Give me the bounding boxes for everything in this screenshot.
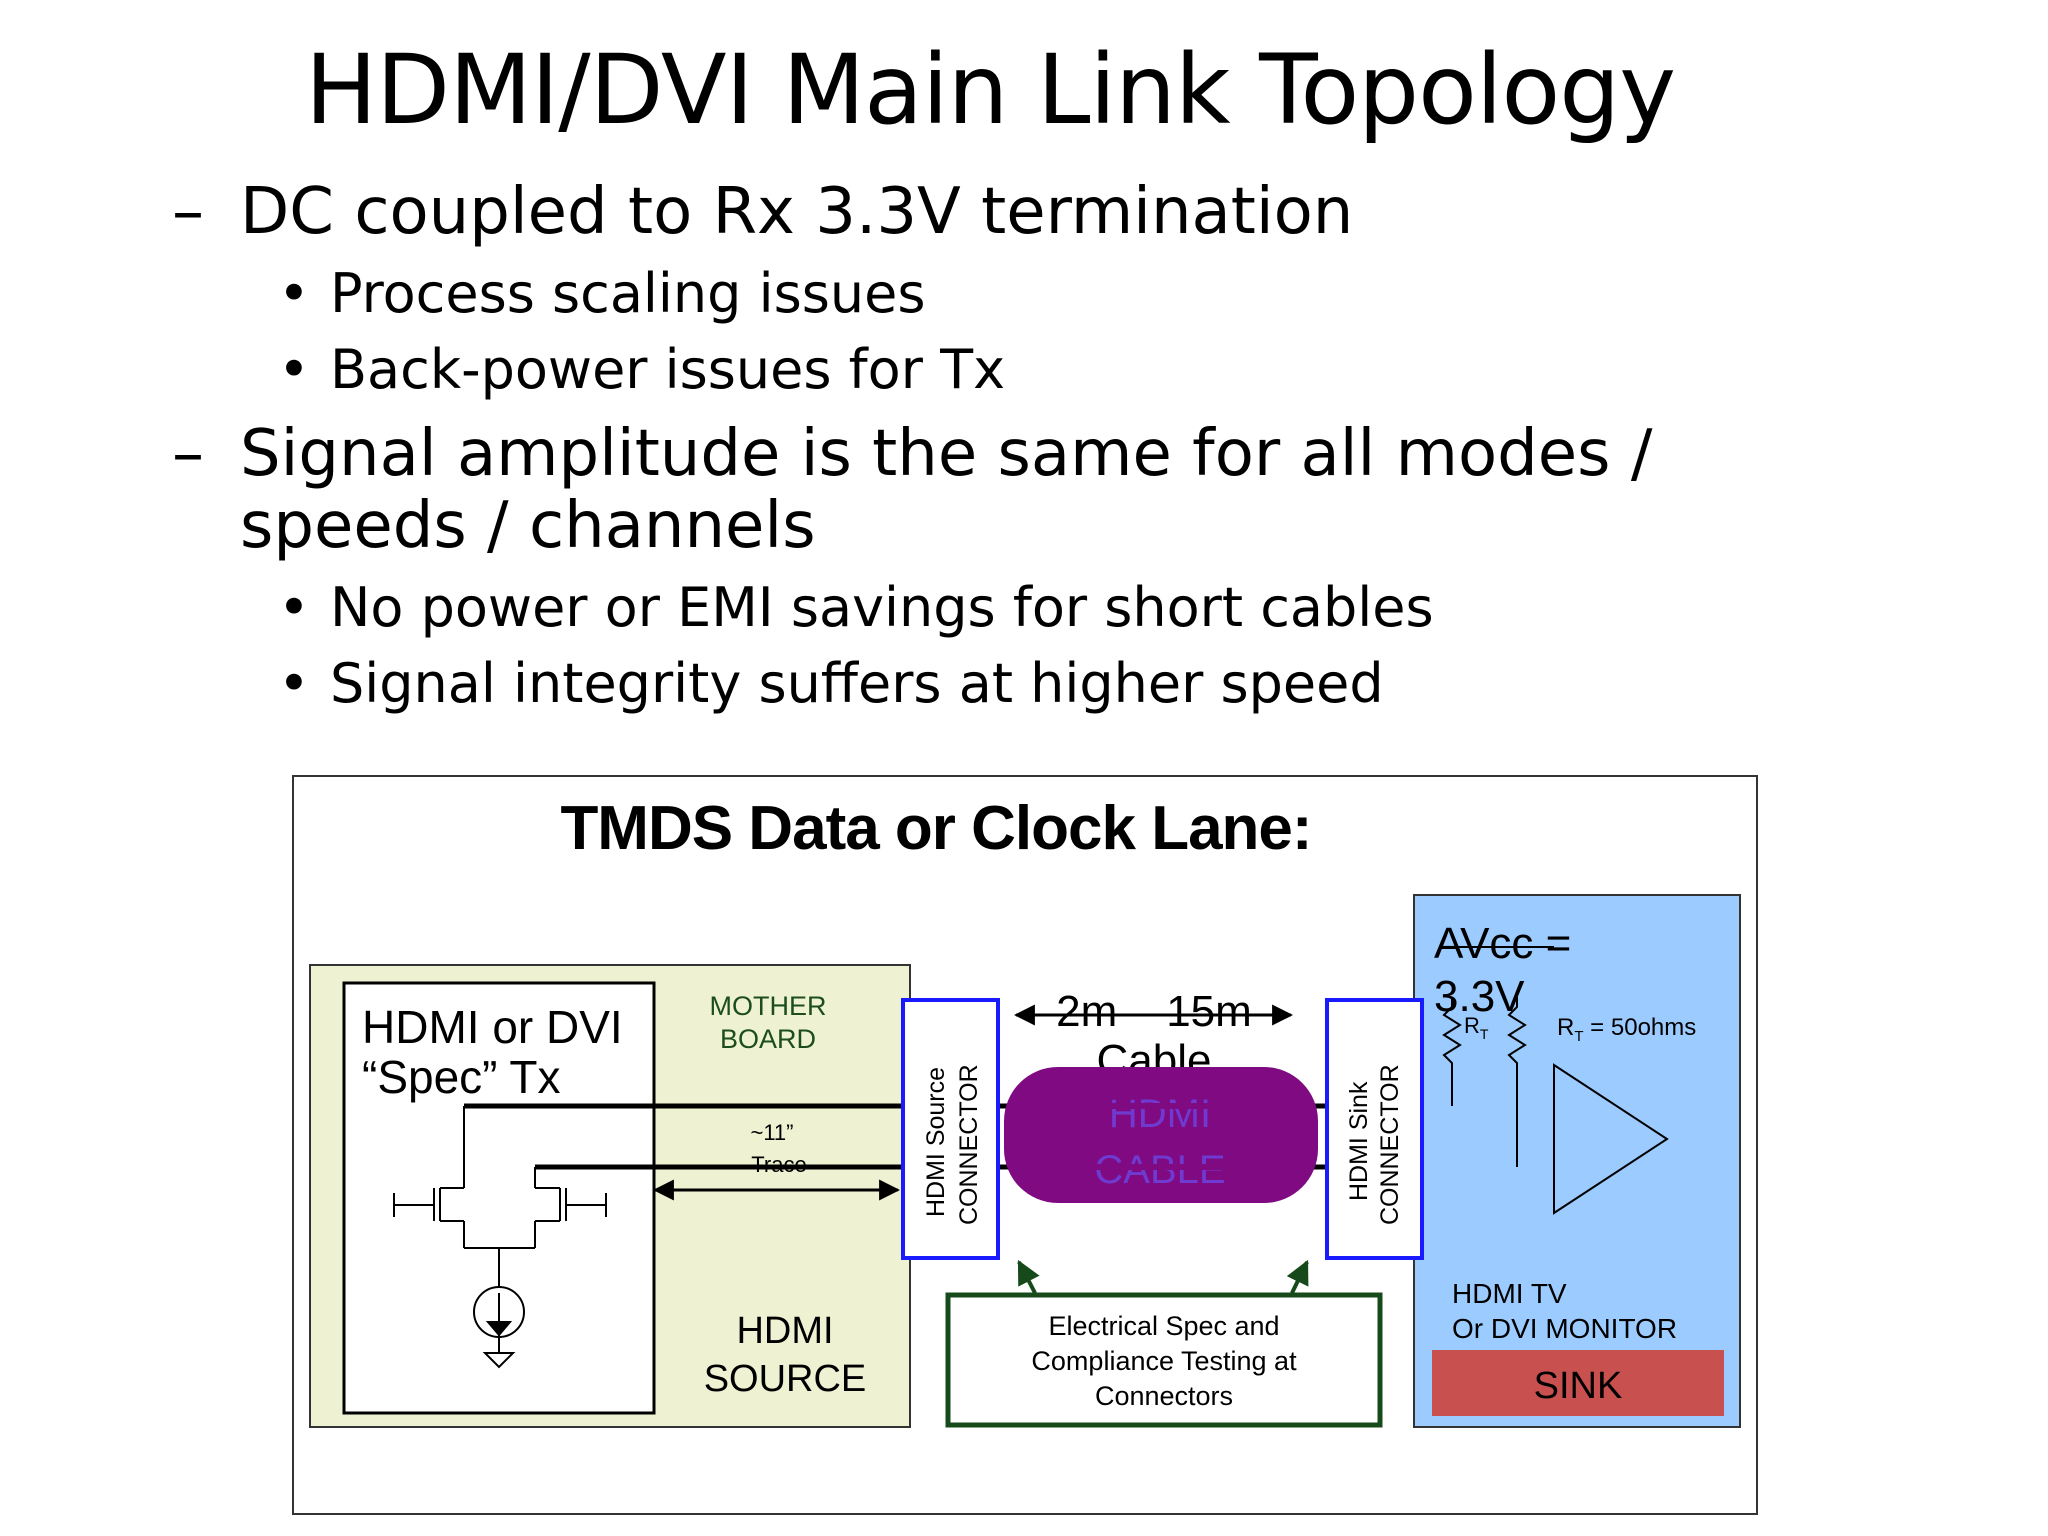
source-connector-line1: HDMI Source xyxy=(922,1067,950,1217)
bullet-item: – DC coupled to Rx 3.3V termination xyxy=(172,175,1354,249)
sink-device-line2: Or DVI MONITOR xyxy=(1452,1313,1677,1344)
sink-device-line1: HDMI TV xyxy=(1452,1278,1567,1309)
bullet-marker: – xyxy=(172,175,204,249)
sink-connector-line1: HDMI Sink xyxy=(1345,1081,1373,1201)
termination-resistor-right xyxy=(1507,997,1527,1167)
sink-badge xyxy=(1432,1350,1724,1416)
compliance-arrow-left xyxy=(1017,1259,1040,1294)
sink-badge-label: SINK xyxy=(1534,1365,1623,1407)
differential-driver-circuit xyxy=(393,1128,607,1369)
bullet-text: Signal integrity suffers at higher speed xyxy=(330,652,1384,715)
motherboard-label-line2: BOARD xyxy=(720,1024,816,1054)
rt-value: = 50ohms xyxy=(1584,1014,1697,1041)
sink-region xyxy=(1413,894,1741,1428)
bullet-item-continuation: speeds / channels xyxy=(240,490,816,562)
bullet-item: • No power or EMI savings for short cabl… xyxy=(278,576,1434,640)
bullet-marker: • xyxy=(278,262,310,325)
motherboard-label-line1: MOTHER xyxy=(710,991,827,1021)
source-connector xyxy=(901,998,1000,1260)
slide-title: HDMI/DVI Main Link Topology xyxy=(304,34,1676,146)
tx-label-line2: “Spec” Tx xyxy=(362,1051,561,1103)
source-label-line2: SOURCE xyxy=(704,1358,867,1400)
bullet-marker: – xyxy=(172,417,204,491)
bullet-text: Signal amplitude is the same for all mod… xyxy=(240,417,1653,491)
bullet-item: – Signal amplitude is the same for all m… xyxy=(172,417,1653,491)
compliance-line2: Compliance Testing at xyxy=(1031,1346,1297,1376)
rt-symbol-left: R xyxy=(1464,1013,1480,1038)
bullet-marker: • xyxy=(278,576,310,639)
rt-subscript-left: T xyxy=(1480,1026,1489,1042)
bullet-list: – DC coupled to Rx 3.3V termination • Pr… xyxy=(0,0,2048,760)
bullet-text: No power or EMI savings for short cables xyxy=(330,576,1434,639)
tmds-lane-diagram: TMDS Data or Clock Lane: HDMI or DVI “Sp… xyxy=(292,775,1758,1515)
rt-value-label: RT = 50ohms xyxy=(1557,1014,1696,1045)
bullet-item: • Signal integrity suffers at higher spe… xyxy=(278,652,1384,716)
avcc-label-line1: AVcc = xyxy=(1434,919,1571,968)
diagram-title: TMDS Data or Clock Lane: xyxy=(560,794,1311,863)
trace-label-line2: Trace xyxy=(751,1152,806,1177)
compliance-arrow-right xyxy=(1286,1259,1309,1294)
bullet-text: DC coupled to Rx 3.3V termination xyxy=(240,175,1354,249)
tx-label-line1: HDMI or DVI xyxy=(362,1001,623,1053)
compliance-line3: Connectors xyxy=(1095,1381,1233,1411)
termination-resistor-left xyxy=(1442,997,1462,1106)
bullet-marker: • xyxy=(278,652,310,715)
source-label-line1: HDMI xyxy=(736,1310,833,1352)
bullet-text: Back-power issues for Tx xyxy=(330,338,1006,401)
bullet-item: • Process scaling issues xyxy=(278,262,926,326)
receiver-amplifier xyxy=(1553,1063,1669,1215)
rt-label-left: RT xyxy=(1464,1013,1489,1042)
bullet-text: Process scaling issues xyxy=(330,262,926,325)
cable-length-label-line1: 2m – 15m xyxy=(1056,987,1252,1036)
bullet-marker: • xyxy=(278,338,310,401)
sink-connector xyxy=(1325,998,1424,1260)
rt-symbol: R xyxy=(1557,1014,1574,1041)
trace-label-line1: ~11” xyxy=(750,1120,793,1145)
bullet-text: speeds / channels xyxy=(240,489,816,563)
compliance-line1: Electrical Spec and xyxy=(1048,1311,1279,1341)
bullet-item: • Back-power issues for Tx xyxy=(278,338,1006,402)
compliance-box xyxy=(945,1292,1383,1428)
sink-connector-line2: CONNECTOR xyxy=(1376,1064,1404,1225)
cable-label-line1: HDMI xyxy=(1109,1092,1211,1136)
rt-subscript: T xyxy=(1574,1028,1583,1045)
source-connector-line2: CONNECTOR xyxy=(955,1064,983,1225)
